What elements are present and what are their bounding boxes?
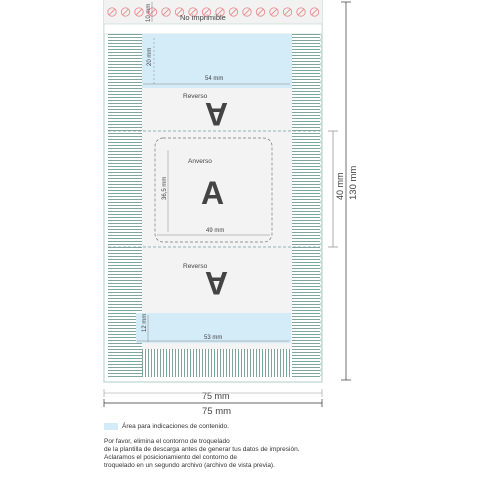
non-printable-strip: No imprimible 10 mm [103,0,323,35]
non-printable-marker-slash [108,8,116,16]
width-label-lower: 75 mm [202,406,231,417]
non-printable-marker-slash [284,8,291,16]
top-band-height-label: 10 mm [146,4,152,22]
instructions-line-2: de la plantilla de descarga antes de gen… [104,446,300,453]
non-printable-marker-slash [135,8,143,16]
non-printable-marker-icon [201,7,212,17]
bottom-right-hatch [292,332,320,377]
non-printable-marker-icon [215,7,225,17]
right-seal-hatch [292,34,320,332]
front-window [154,137,273,243]
reverse-label-bottom: Reverso [183,263,208,270]
content-area-legend-swatch [104,423,118,430]
reverse-glyph-bottom: A [205,265,228,301]
non-printable-marker-icon [255,7,266,17]
front-glyph: A [201,175,224,211]
middle-height-label: 40 mm [335,172,345,200]
bottom-area-width-label: 53 mm [204,335,222,341]
non-printable-marker-slash [149,8,156,16]
non-printable-marker-icon [134,7,144,17]
total-height-label: 130 mm [348,166,359,200]
bottom-area-height-label: 12 mm [142,314,148,332]
bottom-seal-hatch [142,349,292,377]
top-content-area [142,34,292,88]
reverse-label-top: Reverso [183,93,208,100]
non-printable-marker-icon [120,7,131,17]
instructions-line-3: Aclaramos el posicionamiento del contorn… [104,454,237,461]
non-printable-marker-slash [243,8,251,16]
non-printable-marker-icon [309,7,320,17]
non-printable-marker-slash [162,8,170,16]
bottom-content-area [136,313,291,343]
right-scalloped-edge [319,33,323,377]
non-printable-marker-icon [161,7,171,17]
non-printable-label: No imprimible [180,13,226,22]
non-printable-marker-slash [230,8,237,16]
non-printable-marker-icon [107,7,117,17]
width-label-upper: 75 mm [202,391,230,401]
non-printable-marker-slash [311,8,318,16]
front-width-label: 49 mm [206,228,224,234]
left-seal-hatch [108,34,142,332]
non-printable-marker-icon [147,7,158,17]
non-printable-marker-icon [188,7,198,17]
content-area-legend-text: Área para indicaciones de contenido. [122,423,229,430]
non-printable-marker-slash [270,8,278,16]
non-printable-marker-icon [269,7,279,17]
non-printable-marker-slash [189,8,197,16]
non-printable-marker-slash [257,8,264,16]
reverse-glyph-top: A [205,96,228,132]
non-printable-marker-icon [296,7,306,17]
front-height-label: 36,5 mm [162,177,168,200]
front-label: Anverso [188,158,212,165]
non-printable-marker-slash [297,8,305,16]
top-area-height-label: 20 mm [147,48,153,66]
non-printable-marker-slash [203,8,210,16]
non-printable-marker-icon [282,7,293,17]
non-printable-marker-slash [216,8,224,16]
non-printable-marker-icon [174,7,185,17]
non-printable-marker-slash [122,8,129,16]
non-printable-marker-icon [228,7,239,17]
non-printable-marker-icon [242,7,252,17]
instructions-line-1: Por favor, elimina el contorno de troque… [104,438,230,445]
top-area-width-label: 54 mm [205,76,223,82]
instructions-line-4: troquelado en un segundo archivo (archiv… [104,462,275,469]
non-printable-marker-slash [176,8,183,16]
